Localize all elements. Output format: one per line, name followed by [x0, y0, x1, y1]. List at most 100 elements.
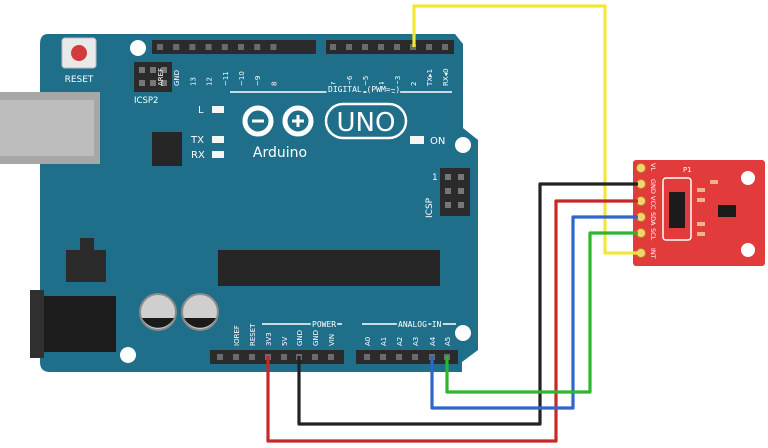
- header-pin: [380, 354, 386, 360]
- mount-hole: [130, 40, 146, 56]
- pin-label: GND: [173, 70, 181, 86]
- icsp-pin1-label: 1: [432, 173, 438, 183]
- power-label: POWER: [312, 320, 336, 329]
- board-pcb: [40, 34, 478, 372]
- dc-jack-side: [30, 290, 44, 358]
- header-pin: [412, 354, 418, 360]
- header-pin: [173, 44, 180, 50]
- capacitor: [181, 293, 219, 331]
- wire-yellow: [412, 4, 638, 255]
- pin-label: A1: [380, 337, 388, 346]
- arduino-brand: Arduino: [253, 145, 307, 161]
- header-pin: [364, 354, 370, 360]
- pin-label: 4: [378, 81, 386, 86]
- wires: [266, 4, 638, 443]
- icsp-label: ICSP: [425, 197, 435, 218]
- sensor-mount-hole: [741, 243, 755, 257]
- capacitor: [139, 293, 177, 331]
- usb-chip: [152, 132, 182, 166]
- led-l-label: L: [198, 105, 204, 116]
- sensor-pin-label: GND: [649, 179, 657, 194]
- header-pin: [249, 354, 255, 360]
- pin-label: GND: [312, 330, 320, 346]
- pin-label: 3V3: [265, 332, 273, 346]
- header-pin: [328, 354, 334, 360]
- pin-label: RX◂0: [442, 68, 450, 86]
- pin-label: A0: [364, 337, 372, 346]
- header-pin: [378, 44, 384, 50]
- sensor-p1-label: P1: [683, 166, 692, 174]
- pin-label: VIN: [328, 334, 336, 346]
- digital-label: DIGITAL (PWM=~): [328, 85, 400, 94]
- led-tx: [212, 136, 224, 143]
- voltage-regulator-tab: [80, 238, 94, 252]
- header-pin: [362, 44, 368, 50]
- sensor-pin: [636, 163, 646, 173]
- header-pin: [217, 354, 223, 360]
- usb-connector-inner: [0, 100, 94, 156]
- header-pin: [270, 44, 277, 50]
- header-pin: [396, 354, 402, 360]
- header-pin: [442, 44, 448, 50]
- reset-label: RESET: [65, 75, 94, 85]
- led-rx-label: RX: [191, 150, 205, 161]
- digital-header-left: [152, 40, 316, 54]
- header-pin: [157, 44, 163, 50]
- pin-label: 8: [270, 82, 278, 86]
- header-pin: [312, 354, 318, 360]
- header-pin: [189, 44, 196, 50]
- sensor-pin-label: INT: [649, 248, 657, 259]
- header-pin: [221, 44, 228, 50]
- sensor-pin-label: SDA: [649, 212, 657, 226]
- atmega-chip: [218, 250, 440, 286]
- dc-jack: [30, 296, 116, 352]
- pin-label: ~10: [238, 71, 246, 86]
- mount-hole: [120, 347, 136, 363]
- sensor-pin-label: VCC: [649, 196, 657, 210]
- led-tx-label: TX: [190, 135, 204, 146]
- sensor-pin-label: VL: [649, 163, 657, 171]
- sensor-mount-hole: [741, 171, 755, 185]
- arduino-logo: [242, 105, 314, 137]
- pin-label: ~11: [222, 71, 230, 86]
- analog-header: [356, 350, 458, 364]
- header-pin: [281, 354, 287, 360]
- reset-button[interactable]: [61, 37, 97, 69]
- led-rx: [212, 151, 224, 158]
- wire-black: [297, 182, 638, 426]
- mount-hole: [455, 325, 471, 341]
- wire-blue: [430, 215, 638, 410]
- pin-label: A4: [429, 336, 437, 346]
- header-pin: [330, 44, 336, 50]
- pin-label: GND: [296, 330, 304, 346]
- icsp2-label: ICSP2: [134, 96, 158, 106]
- analog-label: ANALOG IN: [398, 320, 442, 329]
- bottom-pin-holes: [217, 354, 450, 360]
- header-pin: [426, 44, 432, 50]
- header-pin: [254, 44, 261, 50]
- pin-label: ~9: [254, 76, 262, 86]
- pin-label: 7: [330, 82, 338, 86]
- pin-label: A2: [396, 337, 404, 346]
- digital-header-right: [326, 40, 454, 54]
- header-pin: [346, 44, 352, 50]
- pin-label: A5: [444, 337, 452, 346]
- power-header: [210, 350, 344, 364]
- led-l: [212, 106, 224, 113]
- pin-label: 13: [189, 77, 197, 86]
- pin-label: RESET: [249, 323, 257, 346]
- pin-label: TX▸1: [426, 69, 434, 87]
- icsp-header: [440, 168, 470, 216]
- on-label: ON: [430, 136, 445, 147]
- pin-label: A3: [412, 337, 420, 346]
- uno-label: UNO: [337, 108, 396, 138]
- pin-label: AREF: [157, 68, 165, 86]
- wire-red: [266, 199, 638, 443]
- wire-green: [445, 231, 638, 394]
